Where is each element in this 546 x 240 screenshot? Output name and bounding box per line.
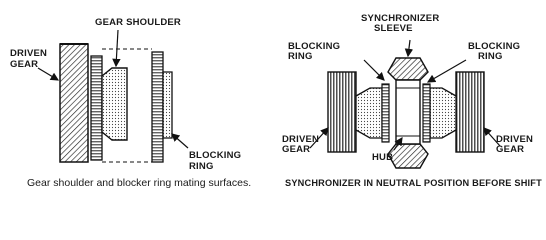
left-diagram: DRIVEN GEAR GEAR SHOULDER BLOCKING RING …: [10, 17, 251, 189]
hub: [395, 79, 421, 145]
label-driven-gear-line2: GEAR: [10, 59, 38, 70]
label-blocking-ring-line1: BLOCKING: [189, 150, 241, 161]
label-hub: HUB: [372, 152, 393, 163]
leader-blocking-ring-left: [363, 59, 385, 81]
gear-teeth: [90, 55, 103, 161]
blocking-ring-right: [422, 83, 431, 143]
synchronizer-sleeve-top: [387, 57, 429, 81]
driven-gear-right: [455, 71, 485, 153]
leader-synchronizer-sleeve: [404, 39, 414, 58]
diagram-stage: DRIVEN GEAR GEAR SHOULDER BLOCKING RING …: [10, 13, 542, 189]
label-synchronizer-line1: SYNCHRONIZER: [361, 13, 439, 24]
label-driven-gear-right-line1: DRIVEN: [496, 134, 533, 145]
label-blocking-ring-right-line2: RING: [478, 51, 503, 62]
label-driven-gear-line1: DRIVEN: [10, 48, 47, 59]
leader-driven-gear: [37, 67, 60, 81]
label-blocking-ring-right-line1: BLOCKING: [468, 41, 520, 52]
gear-cone-left: [355, 87, 383, 139]
label-driven-gear-left-line1: DRIVEN: [282, 134, 319, 145]
driven-gear-left-diagram: [59, 43, 89, 163]
synchronizer-diagram: DRIVEN GEAR GEAR SHOULDER BLOCKING RING …: [10, 13, 542, 189]
label-synchronizer-line2: SLEEVE: [374, 23, 413, 34]
gear-shoulder: [101, 67, 128, 141]
label-blocking-ring-left-line1: BLOCKING: [288, 41, 340, 52]
label-blocking-ring-line2: RING: [189, 161, 214, 172]
label-gear-shoulder: GEAR SHOULDER: [95, 17, 181, 28]
label-blocking-ring-left-line2: RING: [288, 51, 313, 62]
leader-gear-shoulder: [112, 29, 121, 68]
leader-driven-gear-right: [483, 127, 501, 147]
caption-left: Gear shoulder and blocker ring mating su…: [27, 177, 251, 189]
right-diagram: SYNCHRONIZER SLEEVE BLOCKING RING BLOCKI…: [282, 13, 542, 188]
leader-blocking-ring-right: [426, 59, 467, 83]
caption-right: SYNCHRONIZER IN NEUTRAL POSITION BEFORE …: [285, 178, 542, 188]
label-driven-gear-left-line2: GEAR: [282, 144, 310, 155]
leader-hub: [393, 137, 403, 151]
label-driven-gear-right-line2: GEAR: [496, 144, 524, 155]
synchronizer-sleeve-bottom: [387, 143, 429, 169]
blocking-ring-left: [381, 83, 390, 143]
blocking-ring-left-diagram: [151, 51, 173, 163]
leader-blocking-ring: [171, 133, 189, 149]
leader-driven-gear-left: [309, 127, 329, 149]
gear-cone-right: [429, 87, 457, 139]
driven-gear-left: [327, 71, 357, 153]
